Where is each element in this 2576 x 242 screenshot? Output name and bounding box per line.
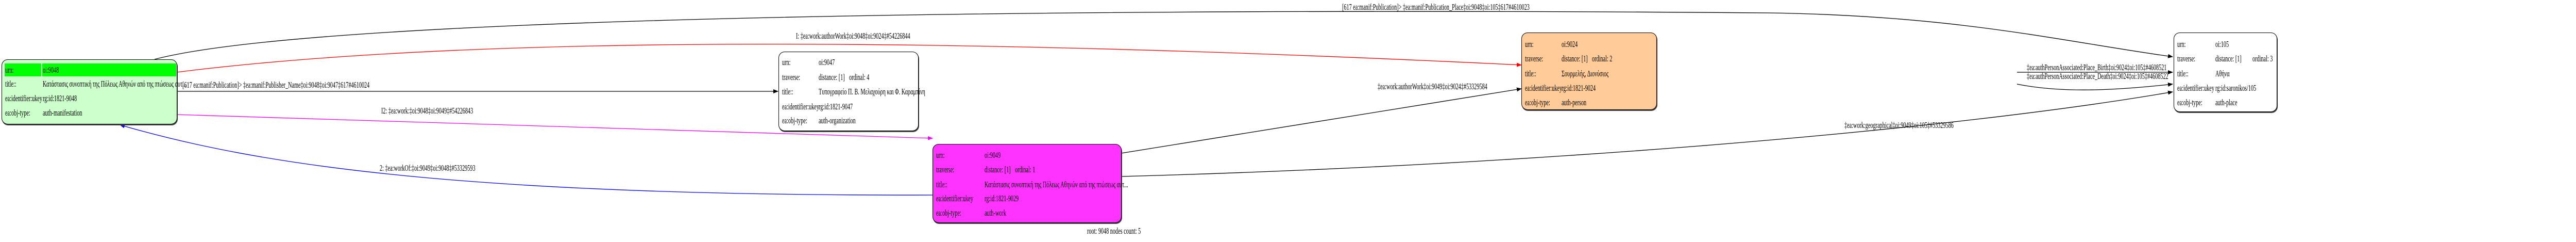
ukey-value: rg:id:saronikos/105 (2215, 83, 2257, 93)
urn-highlight (5, 63, 41, 76)
type-value: auth-person (1562, 98, 1587, 107)
edge-label-author-work-9049: ‡ea:work:authorWork‡oi:9049‡oi:9024‡#533… (1378, 82, 1487, 91)
ukey-label: ea:identifier:ukey (5, 93, 42, 103)
traverse-label: traverse: (2177, 54, 2196, 63)
title-value: Κατάστασις συνοπτική της Πόλεως Αθηνών α… (985, 180, 1128, 189)
urn-highlight (42, 63, 176, 76)
title-value: Κατάστασις συνοπτική της Πόλεως Αθηνών α… (43, 79, 187, 89)
title-label: title:: (782, 87, 793, 96)
urn-label: urn: (2177, 39, 2186, 49)
distance-value: distance: [1] (819, 72, 845, 82)
urn-label: urn: (1525, 39, 1534, 49)
edge-label-geographical: ‡ea:work:geographical‡oi:9049‡oi:105‡#53… (1844, 120, 1954, 130)
edge-label-pub-place: [617 ea:manif:Publication]> ‡ea:manif:Pu… (1342, 2, 1530, 12)
urn-value: oi:9024 (1562, 39, 1578, 49)
ukey-label: ea:identifier:ukey (936, 193, 973, 203)
title-label: title:: (1525, 69, 1536, 78)
urn-label: urn: (936, 150, 945, 160)
type-label: ea:obj-type: (5, 108, 30, 118)
type-value: auth-place (2215, 98, 2238, 107)
type-label: ea:obj-type: (936, 208, 961, 218)
node-9047[interactable]: urn: oi:9047 traverse: distance: [1] ord… (778, 52, 925, 131)
type-value: auth-manifestation (43, 108, 82, 118)
type-label: ea:obj-type: (1525, 98, 1550, 107)
ordinal-value: ordinal: 2 (1592, 54, 1613, 63)
type-label: ea:obj-type: (782, 116, 807, 125)
node-9049[interactable]: urn: oi:9049 traverse: distance: [1] ord… (933, 144, 1128, 223)
ordinal-value: ordinal: 3 (2252, 54, 2273, 63)
urn-label: urn: (782, 57, 791, 67)
urn-value: oi:105 (2215, 39, 2229, 49)
ordinal-value: ordinal: 1 (1015, 165, 1036, 174)
ukey-label: ea:identifier:ukey (1525, 83, 1562, 93)
edge-label-author-work-9048: I: ‡ea:work:authorWork‡oi:9048‡oi:9024‡#… (796, 31, 910, 41)
traverse-label: traverse: (1525, 54, 1544, 63)
graph-footer: root: 9048 nodes count: 5 (1087, 226, 1141, 236)
distance-value: distance: [1] (2215, 54, 2242, 63)
urn-value: oi:9047 (819, 57, 835, 67)
urn-label: urn: (5, 65, 14, 75)
distance-value: distance: [1] (1562, 54, 1588, 63)
type-label: ea:obj-type: (2177, 98, 2202, 107)
edge-pub-place (154, 11, 2173, 60)
title-label: title:: (936, 180, 947, 189)
traverse-label: traverse: (782, 72, 801, 82)
edge-label-publisher: [617 ea:manif:Publication]> ‡ea:manif:Pu… (182, 80, 370, 90)
node-105[interactable]: urn: oi:105 traverse: distance: [1] ordi… (2174, 33, 2277, 112)
edge-label-work-of: 2: ‡ea:workOf:‡oi:9049‡oi:9048‡#53329593 (380, 163, 476, 173)
type-value: auth-work (985, 208, 1006, 218)
distance-value: distance: [1] (985, 165, 1011, 174)
node-9048[interactable]: urn: oi:9048 title:: Κατάστασις συνοπτικ… (2, 59, 187, 124)
edge-label-death: ‡ea:authPersonAssociated:Place_Death‡oi:… (2027, 71, 2168, 81)
edge-label-work: I2: ‡ea:work:‡oi:9048‡oi:9049‡#54226843 (381, 106, 473, 116)
edge-work-of (120, 124, 933, 196)
title-label: title:: (2177, 69, 2189, 78)
urn-value: oi:9048 (43, 65, 59, 75)
type-value: auth-organization (819, 116, 856, 125)
title-label: title:: (5, 79, 16, 89)
ukey-value: rg:id:1821-9029 (985, 193, 1019, 203)
urn-value: oi:9049 (985, 150, 1001, 160)
edge-author-work-9048 (176, 43, 1522, 73)
traverse-label: traverse: (936, 165, 955, 174)
edge-work (176, 114, 933, 140)
edge-author-work-9049 (1121, 87, 1522, 154)
title-value: Τυπογραφείο Π. Β. Μελαχούρη και Φ. Καραμ… (819, 87, 925, 96)
node-9024[interactable]: urn: oi:9024 traverse: distance: [1] ord… (1521, 33, 1657, 110)
ukey-value: rg:id:1821-9048 (43, 93, 77, 103)
ukey-label: ea:identifier:ukey (2177, 83, 2214, 93)
title-value: Αθήνα (2215, 69, 2230, 78)
ukey-label: ea:identifier:ukey (782, 102, 819, 111)
ukey-value: rg:id:1821-9024 (1562, 83, 1596, 93)
edge-geographical (1121, 90, 2173, 177)
edge-label-birth: ‡ea:authPersonAssociated:Place_Birth‡oi:… (2027, 62, 2167, 72)
ordinal-value: ordinal: 4 (849, 72, 870, 82)
ukey-value: rg:id:1821-9047 (819, 102, 853, 111)
edge-death (2016, 83, 2173, 90)
title-value: Σουρμελής, Διονύσιος (1562, 69, 1609, 78)
